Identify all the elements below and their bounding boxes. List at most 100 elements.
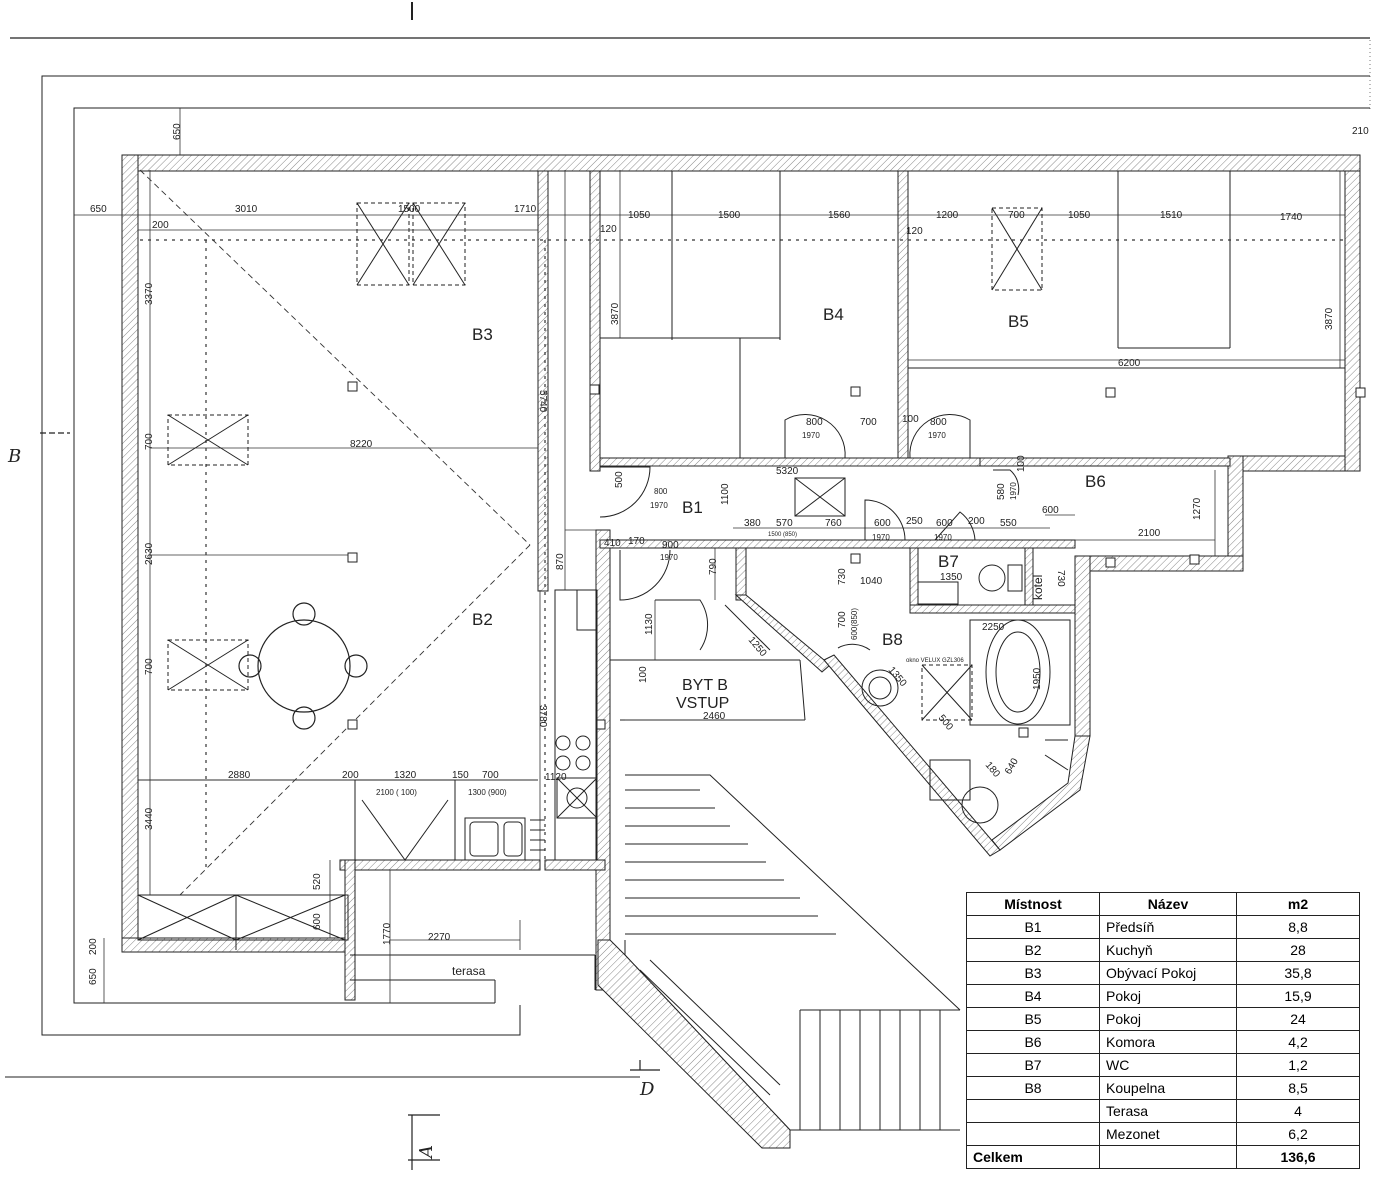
total-area: 136,6 <box>1236 1145 1360 1169</box>
dim-label: 1270 <box>1192 497 1203 520</box>
room-name: Kuchyň <box>1099 938 1237 962</box>
dim-label: 730 <box>837 568 848 585</box>
room-area: 4 <box>1236 1099 1360 1123</box>
dim-label: 650 <box>88 968 99 985</box>
room-area: 4,2 <box>1236 1030 1360 1054</box>
room-name: Terasa <box>1099 1099 1237 1123</box>
table-row: B3 Obývací Pokoj 35,8 <box>966 961 1360 985</box>
dim-label: 800 <box>806 417 823 428</box>
dim-label: 2250 <box>982 622 1005 633</box>
skylight <box>167 414 249 466</box>
dim-label: 800 <box>654 487 668 496</box>
dim-label: 650 <box>90 204 107 215</box>
skylights <box>167 170 1043 721</box>
skylight <box>671 170 781 339</box>
room-code: B2 <box>966 938 1100 962</box>
section-mark-b: B <box>7 446 21 467</box>
room-code <box>966 1099 1100 1123</box>
dim-label: 520 <box>312 873 323 890</box>
dim-label: 3370 <box>144 282 155 305</box>
dim-label: 650 <box>172 123 183 140</box>
dim-label: 1710 <box>514 204 537 215</box>
dim-label: 730 <box>1055 570 1066 587</box>
dim-label: 1350 <box>886 665 909 689</box>
dining-table <box>238 602 368 730</box>
dim-label: 8220 <box>350 439 373 450</box>
roof-outline <box>41 75 1370 1036</box>
dimension-lines <box>74 108 1345 1003</box>
dim-label: 5740 <box>537 390 548 413</box>
dim-label: 250 <box>906 516 923 527</box>
skylight <box>167 639 249 691</box>
dim-label: 3780 <box>537 705 548 728</box>
table-row: B5 Pokoj 24 <box>966 1007 1360 1031</box>
room-code: B3 <box>966 961 1100 985</box>
room-name: Koupelna <box>1099 1076 1237 1100</box>
dim-label: 5320 <box>776 466 799 477</box>
table-row: B8 Koupelna 8,5 <box>966 1076 1360 1100</box>
table-total-row: Celkem 136,6 <box>966 1145 1360 1169</box>
dim-label: 120 <box>600 224 617 235</box>
dim-label: 790 <box>708 558 719 575</box>
dim-label: 1970 <box>660 553 678 562</box>
room-label-b4: B4 <box>823 305 844 324</box>
total-empty <box>1099 1145 1237 1169</box>
room-area: 35,8 <box>1236 961 1360 985</box>
room-code: B1 <box>966 915 1100 939</box>
room-label-b7: B7 <box>938 552 959 571</box>
dim-label: 200 <box>152 220 169 231</box>
dim-label: 800 <box>930 417 947 428</box>
roof-lines <box>139 169 1345 896</box>
room-area: 15,9 <box>1236 984 1360 1008</box>
dim-label: 100 <box>638 666 649 683</box>
dim-label: 1050 <box>1068 210 1091 221</box>
dim-label: 600 <box>936 518 953 529</box>
room-name: Předsíň <box>1099 915 1237 939</box>
dim-label: 870 <box>555 553 566 570</box>
dim-label: 1510 <box>1160 210 1183 221</box>
table-row: B1 Předsíň 8,8 <box>966 915 1360 939</box>
room-label-b2: B2 <box>472 610 493 629</box>
room-label-b5: B5 <box>1008 312 1029 331</box>
room-area: 28 <box>1236 938 1360 962</box>
room-label-b1: B1 <box>682 498 703 517</box>
room-area-table: Místnost Název m2 B1 Předsíň 8,8 B2 Kuch… <box>966 892 1360 1169</box>
interior-walls <box>339 170 1231 1001</box>
table-row: B7 WC 1,2 <box>966 1053 1360 1077</box>
skylight <box>794 477 846 517</box>
skylight <box>356 202 410 286</box>
dim-label: 500 <box>936 713 955 733</box>
dim-label: 1970 <box>872 533 890 542</box>
dim-label: 200 <box>968 516 985 527</box>
dim-label: 1970 <box>802 431 820 440</box>
dim-label: 1770 <box>382 922 393 945</box>
dim-label: 600 <box>1042 505 1059 516</box>
column-header-name: Název <box>1099 892 1237 916</box>
dim-label: 1500 <box>398 204 421 215</box>
room-code <box>966 1122 1100 1146</box>
room-label-b8: B8 <box>882 630 903 649</box>
dim-label: 3870 <box>610 302 621 325</box>
staircase <box>624 774 961 1131</box>
dim-label: 700 <box>837 611 848 628</box>
table-row: Terasa 4 <box>966 1099 1360 1123</box>
dimension-labels: 650 3010 1500 1710 200 3370 700 8220 263… <box>88 123 1369 985</box>
dim-label: 700 <box>144 433 155 450</box>
total-label: Celkem <box>966 1145 1100 1169</box>
dim-label: 1970 <box>650 501 668 510</box>
dim-label: 1100 <box>720 483 731 505</box>
section-markers <box>40 432 660 1170</box>
room-code: B8 <box>966 1076 1100 1100</box>
dim-label: 1040 <box>860 576 883 587</box>
dim-label: 1250 <box>746 635 769 659</box>
table-header-row: Místnost Název m2 <box>966 892 1360 916</box>
column-header-room: Místnost <box>966 892 1100 916</box>
room-name: Obývací Pokoj <box>1099 961 1237 985</box>
dim-label: 210 <box>1352 126 1369 137</box>
dim-label: 2100 ( 100) <box>376 788 417 797</box>
bathroom-fixtures <box>861 564 1071 824</box>
doors <box>599 414 1020 651</box>
dim-label: 640 <box>1003 756 1021 776</box>
staircase-wall <box>597 939 791 1149</box>
